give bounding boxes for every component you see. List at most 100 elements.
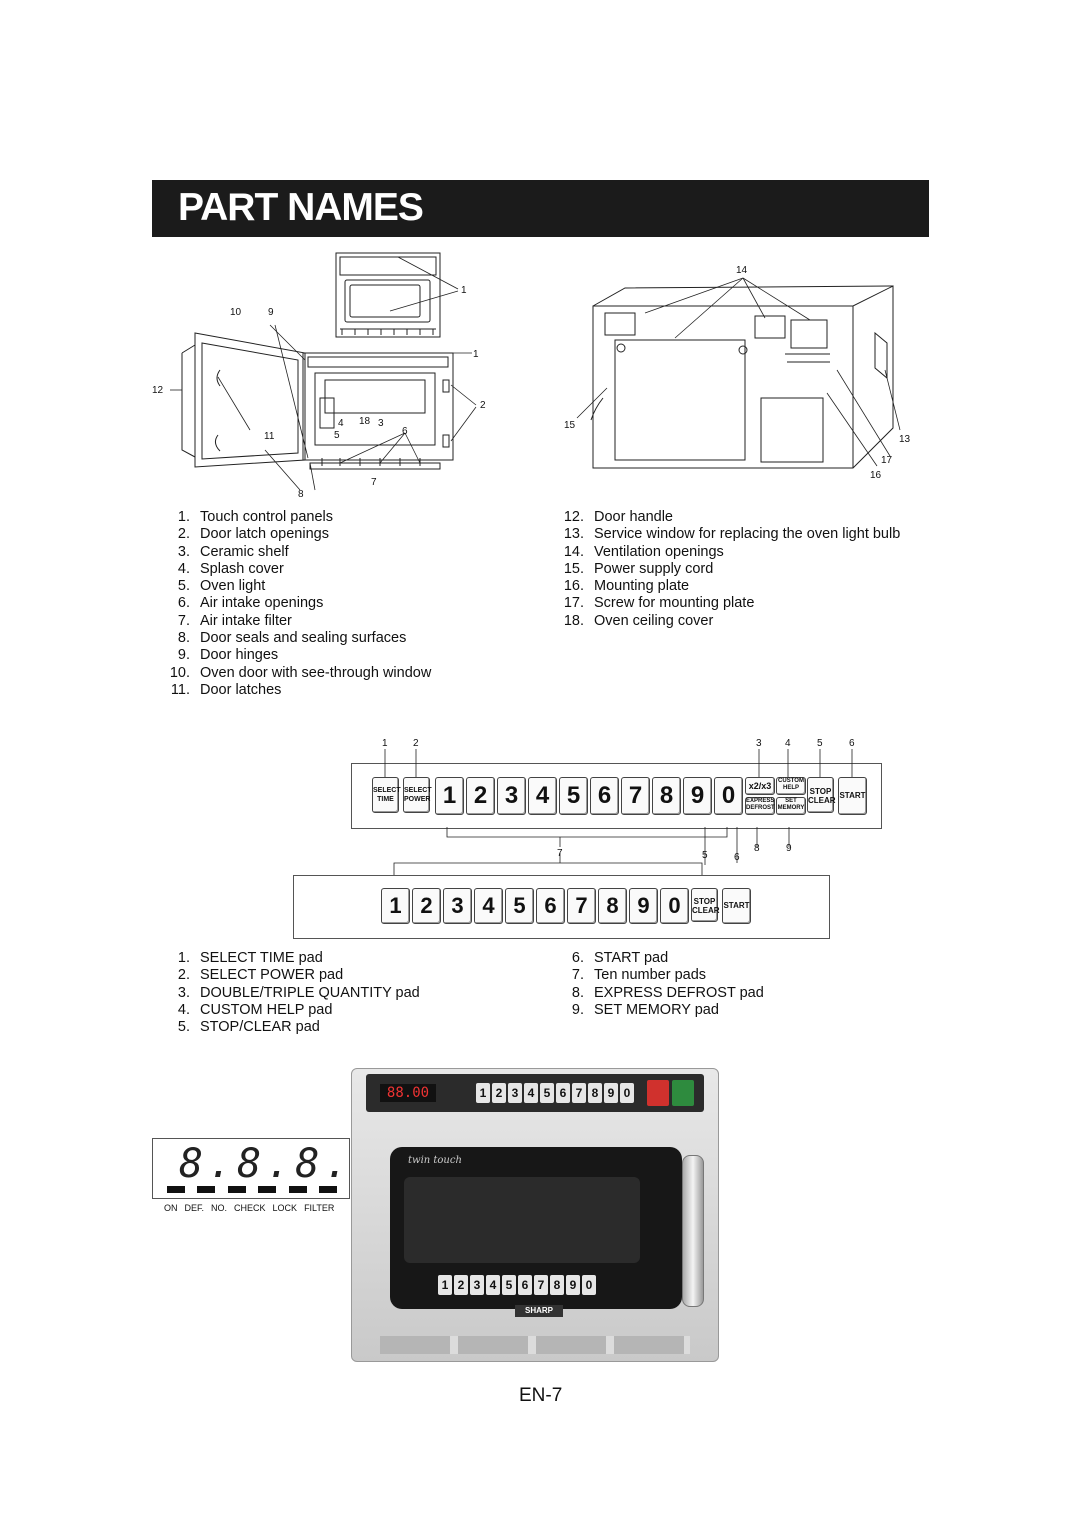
item-label: EXPRESS DEFROST pad [594,984,764,1001]
photo-digit-key: 7 [572,1083,586,1103]
digit-pad-4[interactable]: 4 [474,888,503,924]
start-pad[interactable]: START [838,777,867,815]
indicator-label: ON [164,1203,178,1213]
rear-callout-labels: 14 15 13 17 16 [564,265,911,481]
digit-pad-6[interactable]: 6 [590,777,619,815]
list-item: 8.Door seals and sealing surfaces [152,630,431,647]
callout-1b: 1 [473,349,479,360]
item-number: 17. [563,595,584,612]
panel-callouts: 1 2 3 4 5 6 7 5 6 8 9 [382,738,855,875]
photo-digit-key: 0 [620,1083,634,1103]
item-number: 3. [177,984,190,1001]
digit-pad-5[interactable]: 5 [505,888,534,924]
photo-digit-key: 9 [566,1275,580,1295]
item-number: 12. [563,509,584,525]
digit-pad-7[interactable]: 7 [621,777,650,815]
callout-10: 10 [230,307,242,318]
item-label: Mounting plate [594,578,690,595]
pad-callout-2: 2 [413,738,419,749]
item-label: Oven ceiling cover [594,612,714,629]
pad-callout-5b: 5 [702,850,708,861]
item-number: 18. [563,612,584,629]
item-number: 16. [563,578,584,595]
oven-photo-brand-script: twin touch [408,1155,462,1166]
digit-pad-2[interactable]: 2 [466,777,495,815]
digital-display: 8.8.8.8 [152,1138,378,1199]
indicator-label: LOCK [272,1203,298,1213]
digit-pad-8[interactable]: 8 [652,777,681,815]
list-item: 9.SET MEMORY pad [546,1002,764,1019]
oven-rear-diagram: 14 15 13 17 16 [564,265,911,481]
digit-pad-1[interactable]: 1 [435,777,464,815]
callout-11: 11 [264,431,275,442]
pad-callout-6: 6 [849,738,855,749]
item-label: START pad [594,950,669,966]
digit-pad-4[interactable]: 4 [528,777,557,815]
digit-pad-0[interactable]: 0 [660,888,689,924]
digit-pad-9[interactable]: 9 [683,777,712,815]
oven-photo-glass [404,1177,640,1263]
item-label: Door latch openings [200,526,329,543]
indicator-label: CHECK [234,1203,266,1213]
list-item: 4.CUSTOM HELP pad [152,1002,420,1019]
digit-pad-3[interactable]: 3 [497,777,526,815]
digit-pad-9[interactable]: 9 [629,888,658,924]
item-number: 2. [177,526,190,543]
digit-pad-2[interactable]: 2 [412,888,441,924]
photo-digit-key: 1 [438,1275,452,1295]
item-label: Service window for replacing the oven li… [594,526,901,543]
item-label: Air intake openings [200,595,324,612]
pad-callout-4: 4 [785,738,791,749]
digit-pad-1[interactable]: 1 [381,888,410,924]
photo-digit-key: 5 [502,1275,516,1295]
digit-pad-5[interactable]: 5 [559,777,588,815]
item-number: 9. [571,1001,584,1018]
photo-digit-key: 5 [540,1083,554,1103]
callout-17: 17 [881,455,893,466]
photo-digit-key: 3 [508,1083,522,1103]
page-number: EN-7 [519,1385,563,1406]
item-label: Screw for mounting plate [594,595,755,612]
display-digits: 8.8.8.8 [179,1141,383,1187]
digit-pad-6[interactable]: 6 [536,888,565,924]
pad-callout-5: 5 [817,738,823,749]
indicator-label: DEF. [184,1203,205,1213]
pad-callout-3: 3 [756,738,762,749]
indicator-label: FILTER [304,1203,335,1213]
item-label: SELECT POWER pad [200,967,344,984]
indicator-bar [288,1186,307,1193]
oven-photo-display: 88.00 [380,1084,436,1102]
list-item: 10.Oven door with see-through window [152,665,432,682]
page-title: PART NAMES [178,186,424,229]
item-label: Door hinges [200,647,279,664]
digit-pad-7[interactable]: 7 [567,888,596,924]
start-pad-small[interactable]: START [722,888,751,924]
list-item: 1.Touch control panels [152,509,431,526]
list-item: 2. Door latch openings [152,526,431,543]
photo-digit-key: 9 [604,1083,618,1103]
front-callout-labels: 1 1 10 9 12 2 4 18 3 5 6 11 7 8 [152,285,486,500]
item-number: 4. [177,1001,190,1018]
x2x3-pad[interactable]: x2/x3 [745,777,775,795]
item-label: Oven light [200,578,266,595]
digit-pad-8[interactable]: 8 [598,888,627,924]
digit-pad-3[interactable]: 3 [443,888,472,924]
digit-pad-0[interactable]: 0 [714,777,743,815]
item-number: 11. [170,681,190,698]
pad-callout-6b: 6 [734,852,740,863]
item-number: 8. [571,984,584,1001]
item-label: Ten number pads [594,967,707,984]
item-number: 15. [563,560,584,577]
